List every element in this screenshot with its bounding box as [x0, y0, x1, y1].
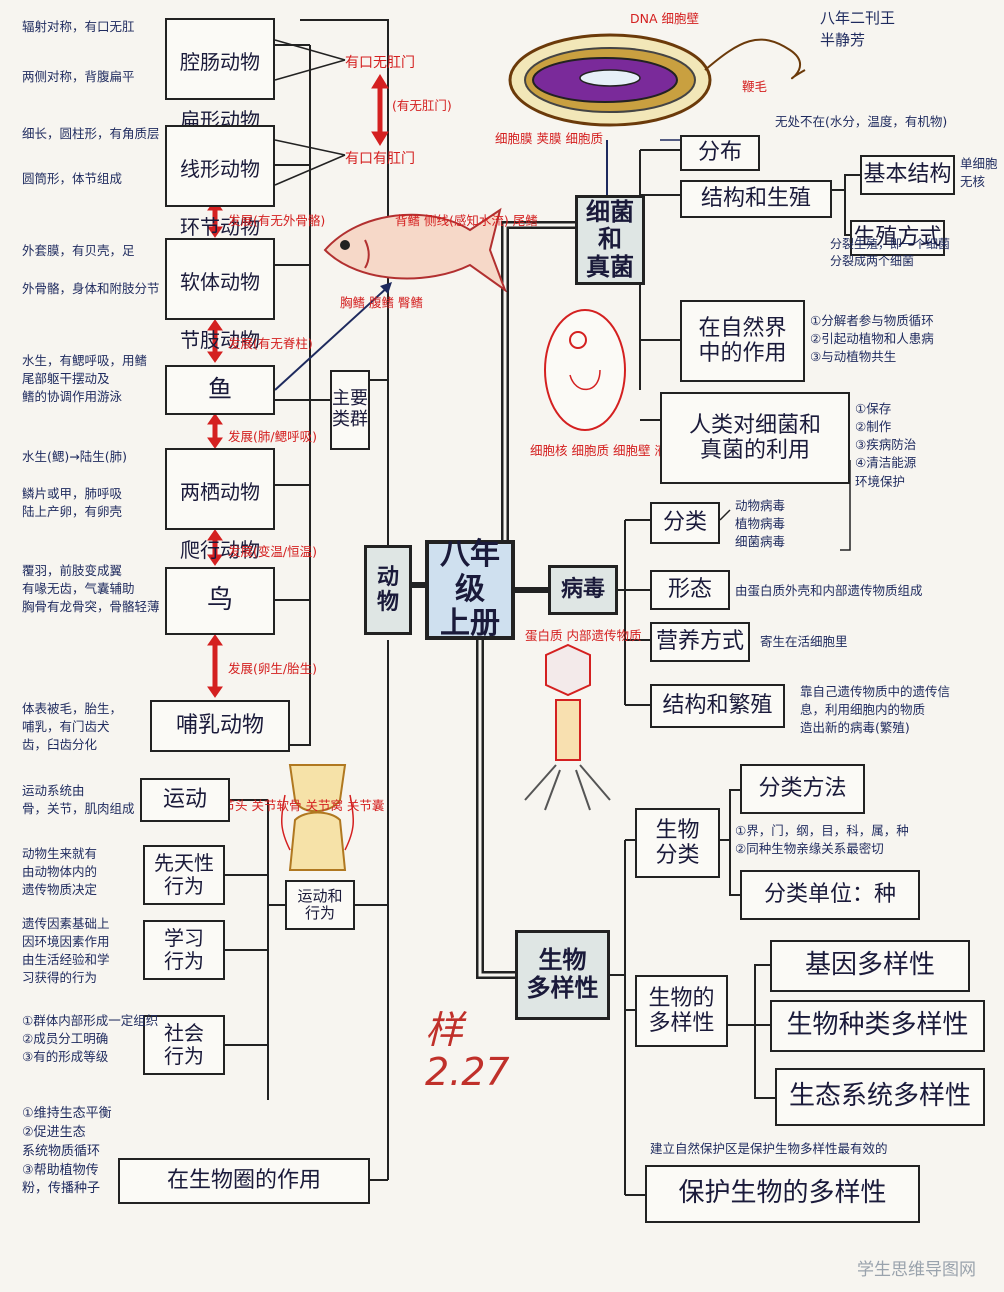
- note-movement: 运动系统由 骨，关节，肌肉组成: [22, 783, 135, 817]
- group-roundworm: 线形动物: [180, 157, 260, 181]
- note-fish: 水生，有鳃呼吸，用鳍 尾部躯干摆动及 鳍的协调作用游泳: [22, 353, 148, 405]
- classification-method: 分类方法: [740, 764, 865, 814]
- note-virus-nutrition: 寄生在活细胞里: [760, 634, 848, 649]
- bacteria-structure: 结构和生殖: [680, 180, 832, 218]
- bio-classification: 生物 分类: [635, 808, 720, 878]
- note-bird: 覆羽，前肢变成翼 有喙无齿，气囊辅助 胸骨有龙骨突，骨骼轻薄: [22, 563, 160, 615]
- classification-unit: 分类单位：种: [740, 870, 920, 920]
- virus-classification: 分类: [650, 502, 720, 544]
- label-joint: 关节头 关节软骨 关节窝 关节囊: [210, 798, 385, 813]
- center-title: 八年级 上册: [425, 538, 515, 641]
- bacteria-distribution: 分布: [680, 135, 760, 171]
- author-note: 八年二刊王 半静芳: [820, 9, 896, 49]
- bacterium-drawing: [508, 33, 806, 127]
- group-mollusk: 软体动物: [180, 270, 260, 294]
- group-reptile: 爬行动物: [180, 538, 260, 562]
- group-annelid: 环节动物: [180, 215, 260, 239]
- note-amphibian: 水生(鳃)→陆生(肺): [22, 449, 127, 464]
- group-cnidaria: 腔肠动物: [180, 50, 260, 74]
- bio-diversity: 生物的 多样性: [635, 975, 728, 1047]
- note-cnidaria: 辐射对称，有口无肛: [22, 19, 135, 34]
- hub-bacteria-fungi: 细菌和 真菌: [575, 195, 645, 285]
- role-in-nature: 在自然界 中的作用: [680, 300, 805, 382]
- learned-behavior: 学习 行为: [143, 920, 225, 980]
- note-virus-structure: 靠自己遗传物质中的遗传信 息，利用细胞内的物质 造出新的病毒(繁殖): [800, 684, 951, 736]
- label-mouth-anus: 有口有肛门: [345, 151, 415, 167]
- social-behavior: 社会 行为: [143, 1015, 225, 1075]
- virus-structure: 结构和繁殖: [650, 684, 785, 728]
- group-box-2: 线形动物 环节动物: [165, 125, 275, 239]
- note-virus-class: 动物病毒 植物病毒 细菌病毒: [735, 498, 786, 550]
- label-develop-body: 发展(有无外骨骼): [228, 213, 326, 228]
- label-develop-lung: 发展(肺/鳃呼吸): [228, 429, 317, 444]
- note-roundworm: 细长，圆柱形，有角质层: [22, 126, 160, 141]
- handwritten-signature: 样 2.27: [425, 1008, 510, 1094]
- note-human-use: ①保存 ②制作 ③疾病防治 ④清洁能源 环境保护: [855, 401, 917, 489]
- main-groups-label: 主要 类群: [330, 370, 370, 450]
- group-fish: 鱼: [165, 365, 275, 415]
- group-box-4: 两栖动物 爬行动物: [165, 448, 275, 562]
- virus-drawing: [524, 643, 611, 811]
- label-mouth-no-anus: 有口无肛门: [345, 55, 415, 71]
- group-mammal: 哺乳动物: [150, 700, 290, 752]
- gene-diversity: 基因多样性: [770, 940, 970, 992]
- virus-nutrition: 营养方式: [650, 622, 750, 662]
- group-amphibian: 两栖动物: [180, 480, 260, 504]
- note-annelid: 圆筒形，体节组成: [22, 171, 123, 186]
- human-use: 人类对细菌和 真菌的利用: [660, 392, 850, 484]
- label-bacteria-top: DNA 细胞壁: [630, 11, 700, 26]
- note-innate: 动物生来就有 由动物体内的 遗传物质决定: [22, 846, 98, 898]
- label-fish-fins: 胸鳍 腹鳍 臀鳍: [340, 295, 423, 310]
- note-classification-method: ①界，门，纲，目，科，属，种 ②同种生物亲缘关系最密切: [735, 823, 909, 857]
- note-reproduction: 分裂生殖，即一个细菌 分裂成两个细菌: [830, 237, 951, 269]
- virus-shape: 形态: [650, 570, 730, 610]
- label-virus-parts: 蛋白质 内部遗传物质: [525, 628, 642, 643]
- label-develop-temp: 发展(变温/恒温): [228, 544, 317, 559]
- note-nature: ①分解者参与物质循环 ②引起动植物和人患病 ③与动植物共生: [810, 313, 934, 365]
- label-bacteria-bottom: 细胞膜 荚膜 细胞质: [495, 131, 603, 146]
- role-in-biosphere: 在生物圈的作用: [118, 1158, 370, 1204]
- label-develop-spine: 发展(有无脊柱): [228, 336, 313, 351]
- label-fungi-parts: 细胞核 细胞质 细胞壁 液泡: [530, 443, 680, 458]
- hub-biodiversity: 生物 多样性: [515, 930, 610, 1020]
- innate-behavior: 先天性 行为: [143, 845, 225, 905]
- label-develop-anus: (有无肛门): [392, 98, 452, 113]
- note-mollusk: 外套膜，有贝壳，足: [22, 243, 135, 258]
- note-virus-shape: 由蛋白质外壳和内部遗传物质组成: [735, 583, 923, 598]
- bacteria-reproduction: 生殖方式: [850, 220, 945, 256]
- hub-animals: 动 物: [364, 545, 412, 635]
- group-bird: 鸟: [165, 567, 275, 635]
- species-diversity: 生物种类多样性: [770, 1000, 985, 1052]
- movement-behavior-hub: 运动和 行为: [285, 880, 355, 930]
- joint-drawing: [280, 764, 355, 871]
- note-distribution: 无处不在(水分，温度，有机物): [775, 114, 948, 129]
- note-flatworm: 两侧对称，背腹扁平: [22, 69, 135, 84]
- watermark: 学生思维导图网: [857, 1260, 976, 1280]
- note-reptile: 鳞片或甲，肺呼吸 陆上产卵，有卵壳: [22, 486, 123, 520]
- group-box-3: 软体动物 节肢动物: [165, 238, 275, 352]
- note-learned: 遗传因素基础上 因环境因素作用 由生活经验和学 习获得的行为: [22, 916, 110, 986]
- group-arthropod: 节肢动物: [180, 328, 260, 352]
- movement-box: 运动: [140, 778, 230, 822]
- note-protect: 建立自然保护区是保护生物多样性最有效的: [650, 1141, 888, 1156]
- yeast-drawing: [544, 309, 626, 431]
- note-basic: 单细胞 无核: [960, 156, 998, 190]
- group-box-1: 腔肠动物 扁形动物: [165, 18, 275, 132]
- label-fish-parts: 背鳍 侧线(感知水流) 尾鳍: [395, 213, 538, 228]
- protect-biodiversity: 保护生物的多样性: [645, 1165, 920, 1223]
- label-develop-birth: 发展(卵生/胎生): [228, 661, 317, 676]
- note-mammal: 体表被毛，胎生， 哺乳，有门齿犬 齿，臼齿分化: [22, 701, 123, 753]
- label-bacteria-flagellum: 鞭毛: [742, 79, 768, 94]
- note-arthropod: 外骨骼，身体和附肢分节: [22, 281, 160, 296]
- ecosystem-diversity: 生态系统多样性: [775, 1068, 985, 1126]
- note-role: ①维持生态平衡 ②促进生态 系统物质循环 ③帮助植物传 粉，传播种子: [22, 1106, 112, 1197]
- note-social: ①群体内部形成一定组织 ②成员分工明确 ③有的形成等级: [22, 1013, 159, 1065]
- bacteria-basic-structure: 基本结构: [860, 155, 955, 195]
- fish-drawing: [323, 207, 508, 293]
- hub-virus: 病毒: [548, 565, 618, 615]
